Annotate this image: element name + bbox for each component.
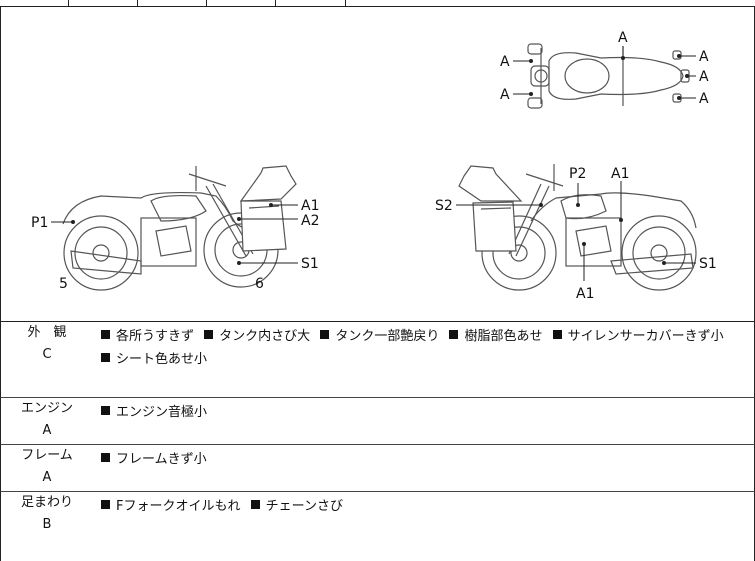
motorcycle-right-side-view xyxy=(458,164,697,291)
label-a1: A1 xyxy=(611,166,629,182)
category-label: 外 観 xyxy=(27,325,67,340)
remark-item: シート色あせ小 xyxy=(101,352,207,367)
remarks-cell: Fフォークオイルもれ チェーンさび xyxy=(101,495,746,518)
remark-item: エンジン音極小 xyxy=(101,405,207,420)
square-bullet-icon xyxy=(250,500,260,509)
square-bullet-icon xyxy=(449,330,459,339)
remarks-cell: エンジン音極小 xyxy=(101,401,746,424)
category-label: フレーム xyxy=(21,448,73,463)
label-s1: S1 xyxy=(301,256,319,272)
grade-label: A xyxy=(42,423,52,438)
header-table-edge xyxy=(0,0,755,7)
label-s1: S1 xyxy=(699,256,717,272)
square-bullet-icon xyxy=(101,330,110,339)
condition-row-suspension: 足まわり B Fフォークオイルもれ チェーンさび xyxy=(0,492,755,561)
remark-item: 各所うすきず xyxy=(101,329,194,344)
grade-label: B xyxy=(42,517,52,532)
category-cell: 足まわり B xyxy=(1,492,93,536)
remark-item: 樹脂部色あせ xyxy=(449,329,542,344)
label-top-a: A xyxy=(699,91,709,107)
grade-label: A xyxy=(42,470,52,485)
motorcycle-top-view xyxy=(527,43,690,109)
remark-item: タンク一部艶戻り xyxy=(320,329,439,344)
square-bullet-icon xyxy=(320,330,330,339)
label-number-5: 5 xyxy=(59,276,68,292)
motorcycle-diagram-svg: A A A A A A P1 A1 A2 S1 5 6 S2 P2 A1 S1 … xyxy=(31,30,717,302)
header-cell xyxy=(0,0,69,6)
category-cell: フレーム A xyxy=(1,445,93,489)
square-bullet-icon xyxy=(101,353,110,362)
damage-diagram: A A A A A A P1 A1 A2 S1 5 6 S2 P2 A1 S1 … xyxy=(0,6,755,322)
label-p1: P1 xyxy=(31,215,48,231)
header-cell xyxy=(275,0,346,6)
condition-row-frame: フレーム A フレームきず小 xyxy=(0,445,755,492)
remark-item: タンク内さび大 xyxy=(204,329,310,344)
condition-row-engine: エンジン A エンジン音極小 xyxy=(0,398,755,445)
label-p2: P2 xyxy=(569,166,586,182)
label-a1: A1 xyxy=(301,198,319,214)
label-top-a: A xyxy=(500,87,510,103)
remark-item: フレームきず小 xyxy=(101,452,207,467)
label-top-a: A xyxy=(699,49,709,65)
category-cell: 外 観 C xyxy=(1,322,93,366)
label-a1: A1 xyxy=(576,286,594,302)
category-cell: エンジン A xyxy=(1,398,93,442)
grade-label: C xyxy=(42,347,52,362)
square-bullet-icon xyxy=(101,500,110,509)
square-bullet-icon xyxy=(552,330,562,339)
remarks-cell: 各所うすきず タンク内さび大 タンク一部艶戻り 樹脂部色あせ サイレンサーカバー… xyxy=(101,325,746,371)
header-cell xyxy=(206,0,276,6)
square-bullet-icon xyxy=(101,453,110,462)
category-label: エンジン xyxy=(20,401,73,416)
condition-row-exterior: 外 観 C 各所うすきず タンク内さび大 タンク一部艶戻り 樹脂部色あせ サイレ… xyxy=(0,322,755,398)
remarks-cell: フレームきず小 xyxy=(101,448,746,471)
motorcycle-left-side-view xyxy=(62,165,297,291)
square-bullet-icon xyxy=(204,330,214,339)
label-number-6: 6 xyxy=(255,276,264,292)
square-bullet-icon xyxy=(101,406,110,415)
remark-item: Fフォークオイルもれ xyxy=(101,499,240,514)
label-top-a: A xyxy=(699,69,709,85)
label-top-a: A xyxy=(618,30,628,46)
category-label: 足まわり xyxy=(20,495,73,510)
header-cell xyxy=(68,0,138,6)
label-a2: A2 xyxy=(301,213,319,229)
remark-line-2: シート色あせ小 xyxy=(101,348,746,371)
label-s2: S2 xyxy=(435,198,453,214)
label-top-a: A xyxy=(500,54,510,70)
remark-item: チェーンさび xyxy=(250,499,343,514)
remark-item: サイレンサーカバーきず小 xyxy=(552,329,724,344)
header-cell xyxy=(137,0,207,6)
